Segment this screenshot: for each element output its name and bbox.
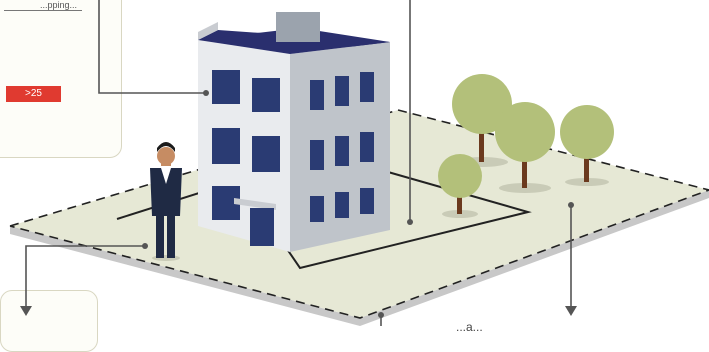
connector-dots [142, 90, 574, 318]
down-arrow-icon [20, 306, 577, 316]
bottom-caption: ...a... [456, 320, 483, 334]
windows [212, 70, 374, 222]
entrance-door [250, 208, 274, 246]
entrance-canopy [234, 198, 276, 210]
boundary-dashed-line [9, 109, 709, 319]
callout-box-top [0, 0, 122, 158]
property-illustration [9, 0, 709, 326]
callout-top-text: ...pping... [40, 0, 78, 10]
businessman-icon [150, 142, 182, 261]
callout-divider [4, 10, 82, 11]
connector-building [98, 0, 206, 94]
suit-jacket [150, 168, 182, 216]
office-building-icon [198, 12, 390, 252]
connector-person [25, 245, 145, 310]
rooftop-unit [276, 12, 320, 42]
tree-icon [438, 74, 614, 218]
value-badge: >25 [6, 86, 61, 102]
